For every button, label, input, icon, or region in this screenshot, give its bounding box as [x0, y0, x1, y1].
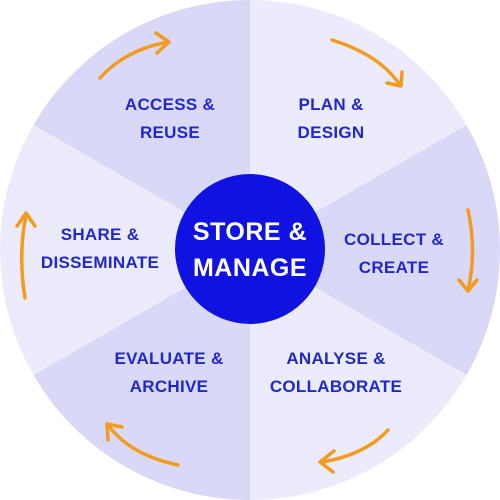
segment-label-collect-line1: COLLECT &	[344, 230, 444, 249]
segment-label-plan-line2: DESIGN	[298, 123, 365, 142]
segment-share-disseminate	[0, 125, 250, 375]
segment-label-collect-line2: CREATE	[359, 258, 429, 277]
segment-label-analyse-line1: ANALYSE &	[286, 349, 385, 368]
segment-label-evaluate-line2: ARCHIVE	[130, 377, 209, 396]
segment-label-evaluate-line1: EVALUATE &	[114, 349, 223, 368]
segment-label-access-line2: REUSE	[140, 123, 200, 142]
arrow-top-left-icon	[98, 31, 171, 80]
arrow-bottom-left-icon	[105, 422, 180, 467]
arrow-bottom-right-icon	[318, 428, 390, 474]
segment-analyse-collaborate	[250, 250, 467, 500]
segment-access-reuse	[33, 0, 250, 250]
segment-evaluate-archive	[33, 250, 250, 500]
segment-label-access-line1: ACCESS &	[125, 95, 215, 114]
center-label-line2: MANAGE	[193, 254, 307, 282]
segment-plan-design	[250, 0, 467, 250]
segment-collect-create	[250, 125, 500, 375]
arrow-left-icon	[15, 211, 37, 300]
segment-label-analyse-line2: COLLABORATE	[270, 377, 402, 396]
arrow-right-icon	[457, 208, 479, 293]
center-circle	[175, 174, 325, 324]
segment-label-plan-line1: PLAN &	[298, 95, 363, 114]
arrow-top-right-icon	[330, 38, 404, 88]
center-label-line1: STORE &	[193, 218, 307, 246]
segment-label-share-line2: DISSEMINATE	[41, 253, 159, 272]
segment-label-share-line1: SHARE &	[61, 225, 140, 244]
